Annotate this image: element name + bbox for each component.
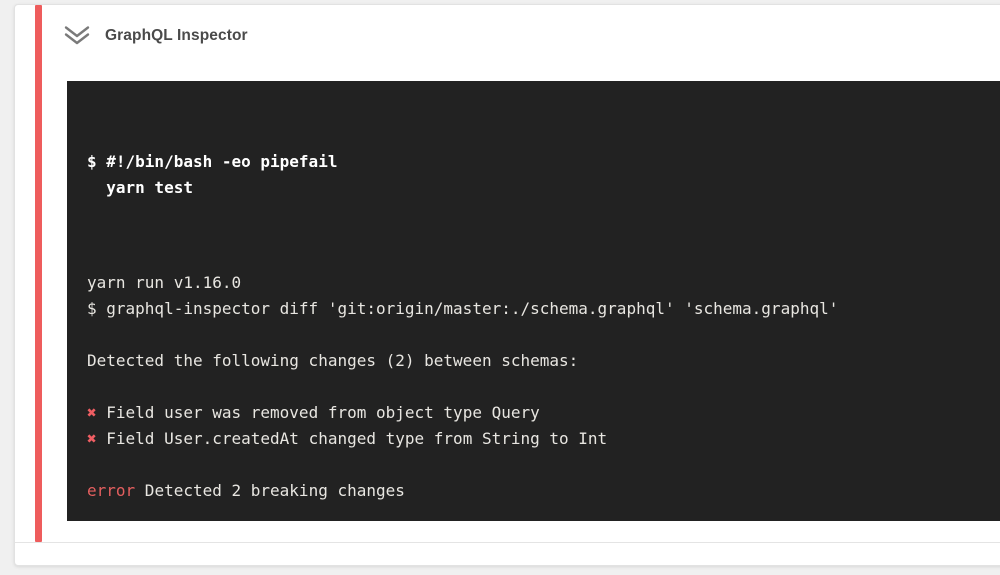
terminal-command-block: $ #!/bin/bash -eo pipefail yarn test bbox=[87, 149, 999, 201]
chevron-double-down-icon bbox=[63, 24, 91, 47]
terminal-line: error Detected 2 breaking changes bbox=[87, 481, 405, 500]
terminal-line: Detected the following changes (2) betwe… bbox=[87, 351, 579, 370]
terminal-output: yarn run v1.16.0 $ graphql-inspector diff… bbox=[87, 270, 999, 521]
step-collapse-toggle[interactable]: GraphQL Inspector bbox=[63, 24, 248, 47]
step-row: GraphQL Inspector $ #!/bin/bash -eo pipe… bbox=[15, 5, 1000, 543]
build-step-card: GraphQL Inspector $ #!/bin/bash -eo pipe… bbox=[14, 4, 1000, 566]
step-title: GraphQL Inspector bbox=[105, 26, 248, 44]
terminal-line: yarn test bbox=[87, 178, 193, 197]
terminal-line bbox=[87, 374, 999, 400]
terminal-line: ✖ Field user was removed from object typ… bbox=[87, 403, 540, 422]
terminal-line bbox=[87, 322, 999, 348]
terminal-line bbox=[87, 452, 999, 478]
terminal-output-panel: $ #!/bin/bash -eo pipefail yarn test yar… bbox=[67, 81, 1000, 521]
terminal-line: $ #!/bin/bash -eo pipefail bbox=[87, 152, 338, 171]
terminal-line: $ graphql-inspector diff 'git:origin/mas… bbox=[87, 299, 839, 318]
terminal-line bbox=[87, 504, 999, 521]
terminal-line: yarn run v1.16.0 bbox=[87, 273, 242, 292]
failure-stripe bbox=[35, 5, 42, 542]
terminal-line: ✖ Field User.createdAt changed type from… bbox=[87, 429, 608, 448]
